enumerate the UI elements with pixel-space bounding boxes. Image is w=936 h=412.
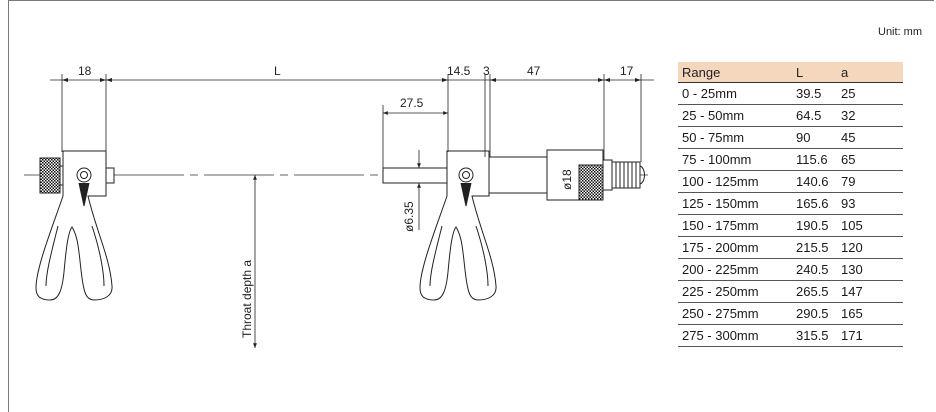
dim-label-18: 18 bbox=[78, 64, 92, 78]
cell-L: 240.5 bbox=[792, 258, 837, 281]
head-frame bbox=[419, 150, 497, 301]
cell-range: 150 - 175mm bbox=[678, 214, 792, 237]
cell-a: 93 bbox=[837, 192, 903, 215]
cell-a: 105 bbox=[837, 214, 903, 237]
cell-L: 190.5 bbox=[792, 214, 837, 237]
anvil-knurl bbox=[39, 157, 61, 194]
cell-range: 25 - 50mm bbox=[678, 104, 792, 127]
cell-range: 100 - 125mm bbox=[678, 170, 792, 193]
dim-label-dia-6-35: ø6.35 bbox=[402, 201, 416, 232]
unit-label: Unit: mm bbox=[878, 26, 922, 38]
dim-label-27-5: 27.5 bbox=[400, 96, 424, 110]
cell-a: 65 bbox=[837, 148, 903, 171]
cell-a: 165 bbox=[837, 302, 903, 325]
throat-depth-label: Throat depth a bbox=[240, 260, 254, 338]
cell-a: 32 bbox=[837, 104, 903, 127]
header-L: L bbox=[792, 62, 837, 83]
dim-label-17: 17 bbox=[620, 64, 634, 78]
cell-a: 25 bbox=[837, 82, 903, 105]
cell-range: 175 - 200mm bbox=[678, 236, 792, 259]
cell-L: 215.5 bbox=[792, 236, 837, 259]
dim-label-47: 47 bbox=[527, 64, 541, 78]
cell-L: 140.6 bbox=[792, 170, 837, 193]
cell-L: 290.5 bbox=[792, 302, 837, 325]
cell-L: 315.5 bbox=[792, 324, 837, 347]
cell-L: 64.5 bbox=[792, 104, 837, 127]
cell-L: 39.5 bbox=[792, 82, 837, 105]
cell-a: 171 bbox=[837, 324, 903, 347]
dim-label-dia-18: ø18 bbox=[560, 169, 574, 190]
cell-range: 225 - 250mm bbox=[678, 280, 792, 303]
cell-L: 165.6 bbox=[792, 192, 837, 215]
cell-range: 75 - 100mm bbox=[678, 148, 792, 171]
cell-a: 130 bbox=[837, 258, 903, 281]
cell-L: 265.5 bbox=[792, 280, 837, 303]
anvil-frame bbox=[35, 150, 113, 301]
table-header-row: Range L a bbox=[678, 62, 903, 83]
cell-a: 45 bbox=[837, 126, 903, 149]
cell-range: 125 - 150mm bbox=[678, 192, 792, 215]
cell-L: 115.6 bbox=[792, 148, 837, 171]
header-range: Range bbox=[678, 62, 792, 83]
micrometer-head-unit bbox=[382, 149, 645, 301]
cell-a: 120 bbox=[837, 236, 903, 259]
cell-a: 79 bbox=[837, 170, 903, 193]
sleeve bbox=[488, 156, 548, 194]
dim-label-L: L bbox=[274, 64, 281, 78]
cell-a: 147 bbox=[837, 280, 903, 303]
cell-range: 50 - 75mm bbox=[678, 126, 792, 149]
micrometer-drawing: 18 L 14.5 3 47 17 27.5 ø6.35 ø18 Throat … bbox=[24, 64, 654, 348]
cell-range: 0 - 25mm bbox=[678, 82, 792, 105]
cell-range: 200 - 225mm bbox=[678, 258, 792, 281]
cell-range: 250 - 275mm bbox=[678, 302, 792, 325]
anvil-unit bbox=[35, 150, 115, 301]
spindle bbox=[382, 167, 449, 184]
ratchet-icon bbox=[611, 161, 641, 189]
dim-label-14-5: 14.5 bbox=[447, 64, 471, 78]
drawing-frame bbox=[8, 0, 934, 412]
dim-label-3: 3 bbox=[483, 64, 490, 78]
cell-L: 90 bbox=[792, 126, 837, 149]
cell-range: 275 - 300mm bbox=[678, 324, 792, 347]
header-a: a bbox=[837, 62, 903, 83]
thimble-knurl bbox=[578, 164, 604, 201]
